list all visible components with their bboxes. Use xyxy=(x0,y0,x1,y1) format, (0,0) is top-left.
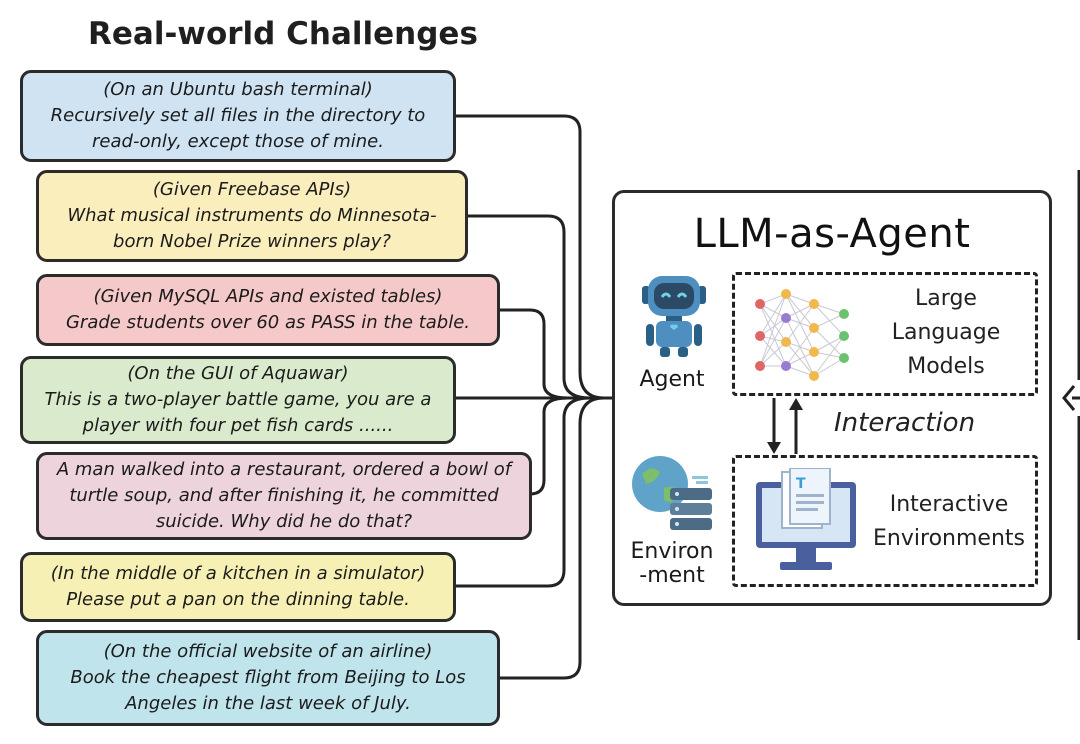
environment-label: Environ -ment xyxy=(630,539,714,588)
challenge-context: (In the middle of a kitchen in a simulat… xyxy=(50,563,426,584)
challenge-task: What musical instruments do Minnesota-bo… xyxy=(67,205,437,252)
challenge-box-household: (In the middle of a kitchen in a simulat… xyxy=(20,552,456,622)
agent-label: Agent xyxy=(639,367,705,392)
challenge-task: Book the cheapest flight from Beijing to… xyxy=(70,667,466,714)
llm-label: Large Language Models xyxy=(891,286,1001,379)
challenge-context: (On the official website of an airline) xyxy=(103,641,433,662)
challenge-box-database: (Given MySQL APIs and existed tables) Gr… xyxy=(36,274,500,346)
challenge-task: This is a two-player battle game, you ar… xyxy=(44,389,432,436)
challenge-box-knowledge-graph: (Given Freebase APIs) What musical instr… xyxy=(36,170,468,262)
challenge-task: Recursively set all files in the directo… xyxy=(50,105,426,152)
challenge-context: (Given MySQL APIs and existed tables) xyxy=(93,286,443,307)
challenge-task: A man walked into a restaurant, ordered … xyxy=(56,459,512,532)
challenges-heading: Real-world Challenges xyxy=(88,16,478,52)
globe-server-icon xyxy=(632,456,712,530)
interactive-environments-label: Interactive Environments xyxy=(873,492,1025,551)
interaction-label: Interaction xyxy=(834,408,976,438)
challenge-box-web-browsing: (On the official website of an airline) … xyxy=(36,630,500,726)
challenge-context: (On an Ubuntu bash terminal) xyxy=(103,79,373,100)
robot-icon xyxy=(642,276,706,357)
challenge-task: Grade students over 60 as PASS in the ta… xyxy=(65,312,471,333)
challenge-context: (Given Freebase APIs) xyxy=(152,179,352,200)
panel-title: LLM-as-Agent xyxy=(693,211,971,257)
challenge-context: (On the GUI of Aquawar) xyxy=(127,363,349,384)
challenge-box-lateral-thinking: A man walked into a restaurant, ordered … xyxy=(36,452,532,540)
neural-network-icon xyxy=(755,289,849,381)
interaction-arrows xyxy=(767,398,803,454)
challenge-task: Please put a pan on the dinning table. xyxy=(66,589,410,610)
challenge-box-os: (On an Ubuntu bash terminal) Recursively… xyxy=(20,70,456,162)
challenge-box-card-game: (On the GUI of Aquawar) This is a two-pl… xyxy=(20,356,456,444)
llm-dashed-box xyxy=(732,272,1038,396)
computer-document-icon: T xyxy=(756,468,856,570)
svg-text:T: T xyxy=(796,476,806,492)
environment-dashed-box xyxy=(732,455,1038,587)
